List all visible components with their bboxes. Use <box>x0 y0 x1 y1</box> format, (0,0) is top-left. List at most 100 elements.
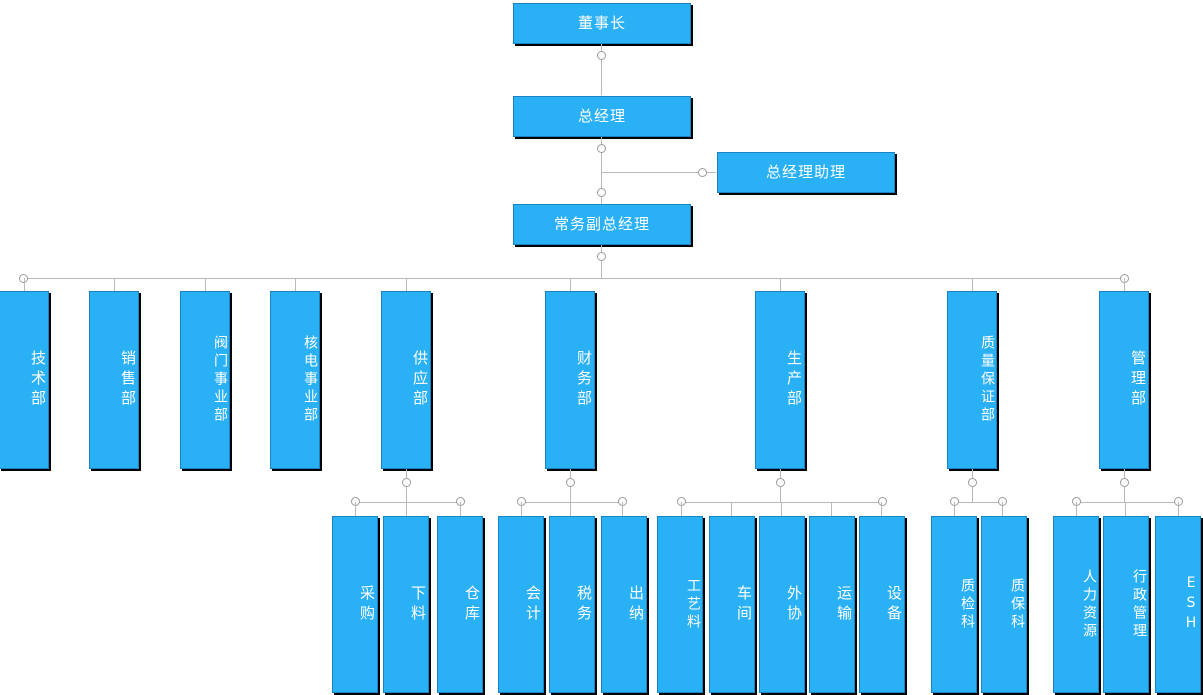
node-sub-management-esh-label: ESH <box>1183 574 1199 635</box>
node-sub-supply-cutting[interactable]: 下料 <box>383 516 429 693</box>
node-sub-finance-tax-label: 税务 <box>575 584 593 625</box>
node-dept-nuclear[interactable]: 核电事业部 <box>270 291 320 469</box>
node-sub-supply-cutting-label: 下料 <box>409 584 427 625</box>
connector-sub-drop <box>831 502 832 516</box>
node-sub-production-process[interactable]: 工艺料 <box>657 516 703 693</box>
node-dept-finance[interactable]: 财务部 <box>545 291 595 469</box>
connector-dot <box>566 478 575 487</box>
node-general-manager-label: 总经理 <box>577 107 626 126</box>
connector-dept-drop <box>406 278 407 291</box>
connector-sub-drop <box>1125 502 1126 516</box>
connector-dept-drop <box>570 278 571 291</box>
connector-dot <box>1120 478 1129 487</box>
node-chairman[interactable]: 董事长 <box>513 3 691 44</box>
connector-sub-drop <box>681 502 682 516</box>
node-gm-assistant-label: 总经理助理 <box>765 163 846 182</box>
supply-sub-bus <box>355 502 465 503</box>
node-sub-supply-warehouse-label: 仓库 <box>463 584 481 625</box>
connector-sub-drop <box>731 502 732 516</box>
connector-sub-drop <box>406 502 407 516</box>
node-dept-nuclear-label: 核电事业部 <box>302 335 318 425</box>
connector-dept-drop <box>780 278 781 291</box>
node-dept-supply[interactable]: 供应部 <box>381 291 431 469</box>
connector-execvgm-bus <box>601 245 602 278</box>
node-sub-production-process-label: 工艺料 <box>685 577 701 632</box>
node-sub-quality-assurance-label: 质保科 <box>1009 577 1025 632</box>
connector-dot <box>597 252 606 261</box>
node-sub-finance-tax[interactable]: 税务 <box>549 516 595 693</box>
node-dept-tech-label: 技术部 <box>29 350 47 410</box>
connector-dept-drop <box>24 278 25 291</box>
node-sub-finance-cashier-label: 出纳 <box>627 584 645 625</box>
node-dept-quality-label: 质量保证部 <box>979 335 995 425</box>
connector-dot <box>698 168 707 177</box>
connector-dept-drop <box>295 278 296 291</box>
node-sub-production-equipment-label: 设备 <box>885 584 903 625</box>
node-exec-vice-gm-label: 常务副总经理 <box>553 215 650 234</box>
node-dept-finance-label: 财务部 <box>575 350 593 410</box>
connector-dept-drop <box>205 278 206 291</box>
node-sub-supply-purchasing[interactable]: 采购 <box>332 516 378 693</box>
connector-dot <box>878 497 887 506</box>
connector-dot <box>597 51 606 60</box>
connector-sub-drop <box>622 502 623 516</box>
node-sub-finance-cashier[interactable]: 出纳 <box>601 516 647 693</box>
connector-sub-drop <box>1076 502 1077 516</box>
management-sub-bus <box>1076 502 1178 503</box>
connector-dot <box>776 478 785 487</box>
node-sub-supply-warehouse[interactable]: 仓库 <box>437 516 483 693</box>
node-exec-vice-gm[interactable]: 常务副总经理 <box>513 204 691 245</box>
node-sub-production-equipment[interactable]: 设备 <box>859 516 905 693</box>
connector-gm-assistant <box>601 172 716 173</box>
node-dept-sales-label: 销售部 <box>119 350 137 410</box>
connector-sub-drop <box>355 502 356 516</box>
node-dept-management-label: 管理部 <box>1129 350 1147 410</box>
node-sub-production-transport-label: 运输 <box>835 584 853 625</box>
node-sub-production-transport[interactable]: 运输 <box>809 516 855 693</box>
node-sub-management-admin-label: 行政管理 <box>1131 568 1147 641</box>
node-sub-management-esh[interactable]: ESH <box>1155 516 1201 693</box>
connector-dot <box>597 188 606 197</box>
connector-sub-drop <box>521 502 522 516</box>
node-general-manager[interactable]: 总经理 <box>513 96 691 137</box>
node-sub-quality-inspection[interactable]: 质检科 <box>931 516 977 693</box>
node-sub-production-workshop[interactable]: 车间 <box>709 516 755 693</box>
node-sub-finance-accounting[interactable]: 会计 <box>498 516 544 693</box>
connector-dept-drop <box>1124 278 1125 291</box>
node-dept-quality[interactable]: 质量保证部 <box>947 291 997 469</box>
node-sub-management-hr-label: 人力资源 <box>1081 568 1097 641</box>
connector-sub-drop <box>954 502 955 516</box>
connector-sub-drop <box>781 502 782 516</box>
node-dept-supply-label: 供应部 <box>411 350 429 410</box>
node-dept-sales[interactable]: 销售部 <box>89 291 139 469</box>
node-dept-production[interactable]: 生产部 <box>755 291 805 469</box>
connector-dot <box>968 478 977 487</box>
node-sub-production-outsourcing-label: 外协 <box>785 584 803 625</box>
node-sub-management-hr[interactable]: 人力资源 <box>1053 516 1099 693</box>
connector-chairman-gm <box>601 44 602 95</box>
node-sub-quality-assurance[interactable]: 质保科 <box>981 516 1027 693</box>
connector-dept-drop <box>114 278 115 291</box>
node-sub-management-admin[interactable]: 行政管理 <box>1103 516 1149 693</box>
node-gm-assistant[interactable]: 总经理助理 <box>717 152 895 193</box>
node-dept-management[interactable]: 管理部 <box>1099 291 1149 469</box>
connector-dot <box>19 274 28 283</box>
department-bus <box>24 278 1125 279</box>
node-sub-supply-purchasing-label: 采购 <box>358 584 376 625</box>
connector-sub-drop <box>1002 502 1003 516</box>
connector-dot <box>402 478 411 487</box>
node-dept-valve[interactable]: 阀门事业部 <box>180 291 230 469</box>
connector-dot <box>597 144 606 153</box>
node-sub-production-outsourcing[interactable]: 外协 <box>759 516 805 693</box>
node-chairman-label: 董事长 <box>577 14 626 33</box>
node-sub-finance-accounting-label: 会计 <box>524 584 542 625</box>
node-dept-tech[interactable]: 技术部 <box>0 291 49 469</box>
node-sub-production-workshop-label: 车间 <box>735 584 753 625</box>
connector-gm-execvgm <box>601 137 602 204</box>
quality-sub-bus <box>954 502 1002 503</box>
node-dept-valve-label: 阀门事业部 <box>212 335 228 425</box>
node-dept-production-label: 生产部 <box>785 350 803 410</box>
connector-sub-drop <box>881 502 882 516</box>
finance-sub-bus <box>521 502 622 503</box>
